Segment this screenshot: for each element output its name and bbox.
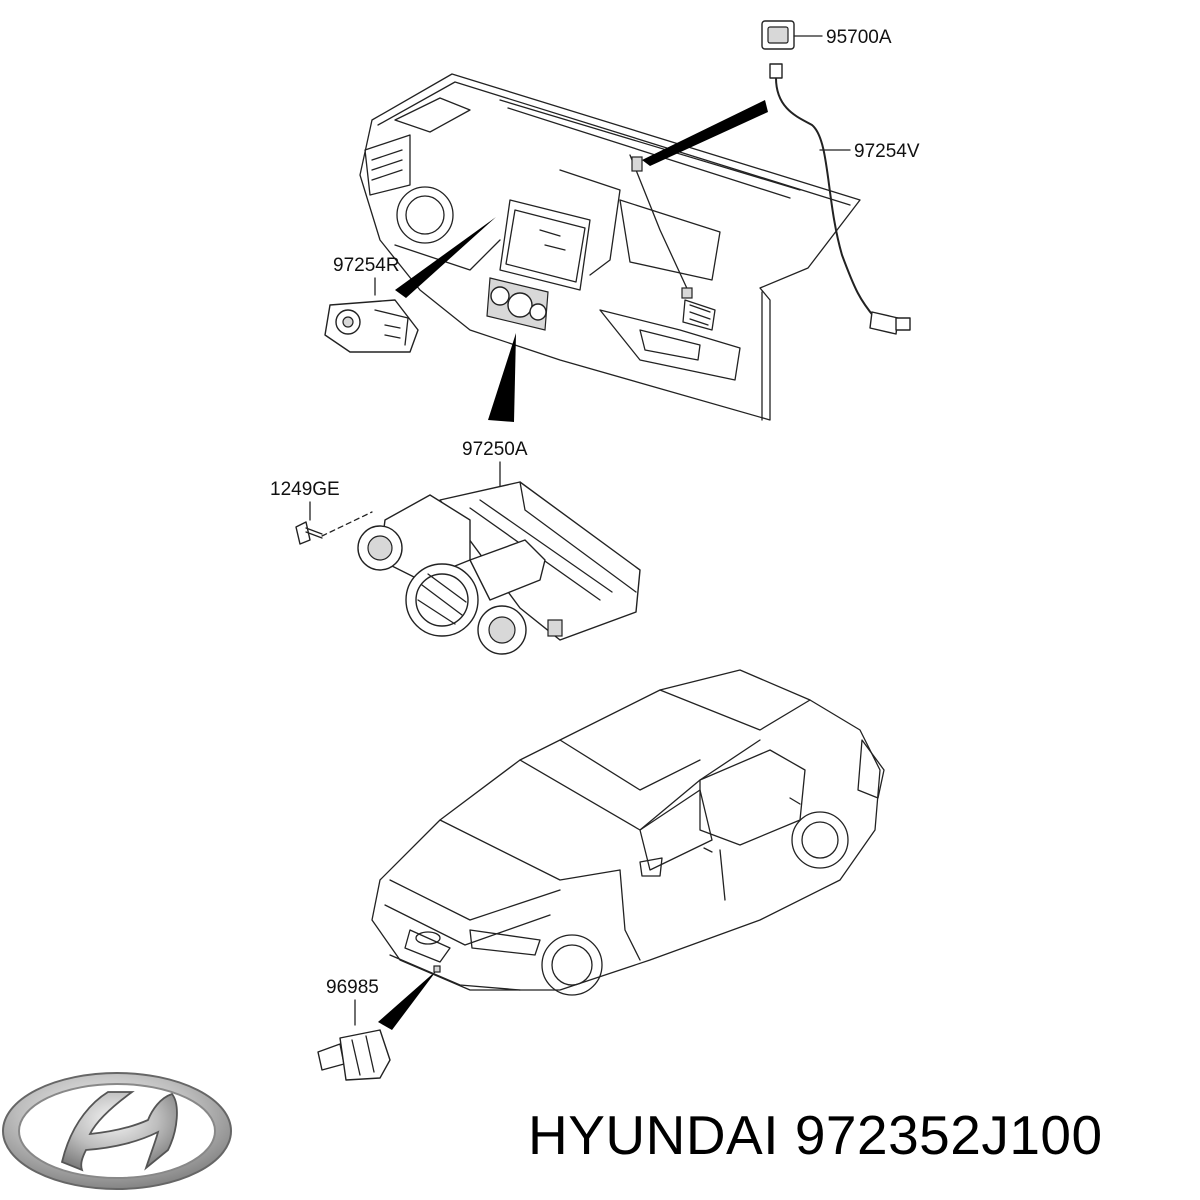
leader-arrows	[378, 100, 768, 1030]
brand-part-number: HYUNDAI 972352J100	[528, 1103, 1103, 1167]
part-97254v-sensor: 97254V	[769, 63, 920, 335]
dashboard-drawing	[359, 73, 861, 421]
label-97254v: 97254V	[854, 141, 920, 162]
part-1249ge-screw: 1249GE	[270, 479, 373, 545]
part-97250a-control-unit: 97250A	[357, 439, 641, 655]
car-drawing	[371, 669, 885, 996]
label-95700a: 95700A	[826, 27, 892, 48]
part-97254r-actuator: 97254R	[324, 255, 419, 353]
control-panel-hole	[486, 277, 549, 331]
part-96985-sensor: 96985	[317, 977, 391, 1081]
part-95700a-switch: 95700A	[761, 20, 892, 50]
label-1249ge: 1249GE	[270, 479, 340, 500]
hyundai-logo	[2, 1072, 232, 1190]
brand-name: HYUNDAI	[528, 1104, 780, 1166]
label-96985: 96985	[326, 977, 379, 998]
label-97250a: 97250A	[462, 439, 528, 460]
part-number: 972352J100	[794, 1104, 1103, 1166]
label-97254r: 97254R	[333, 255, 400, 276]
